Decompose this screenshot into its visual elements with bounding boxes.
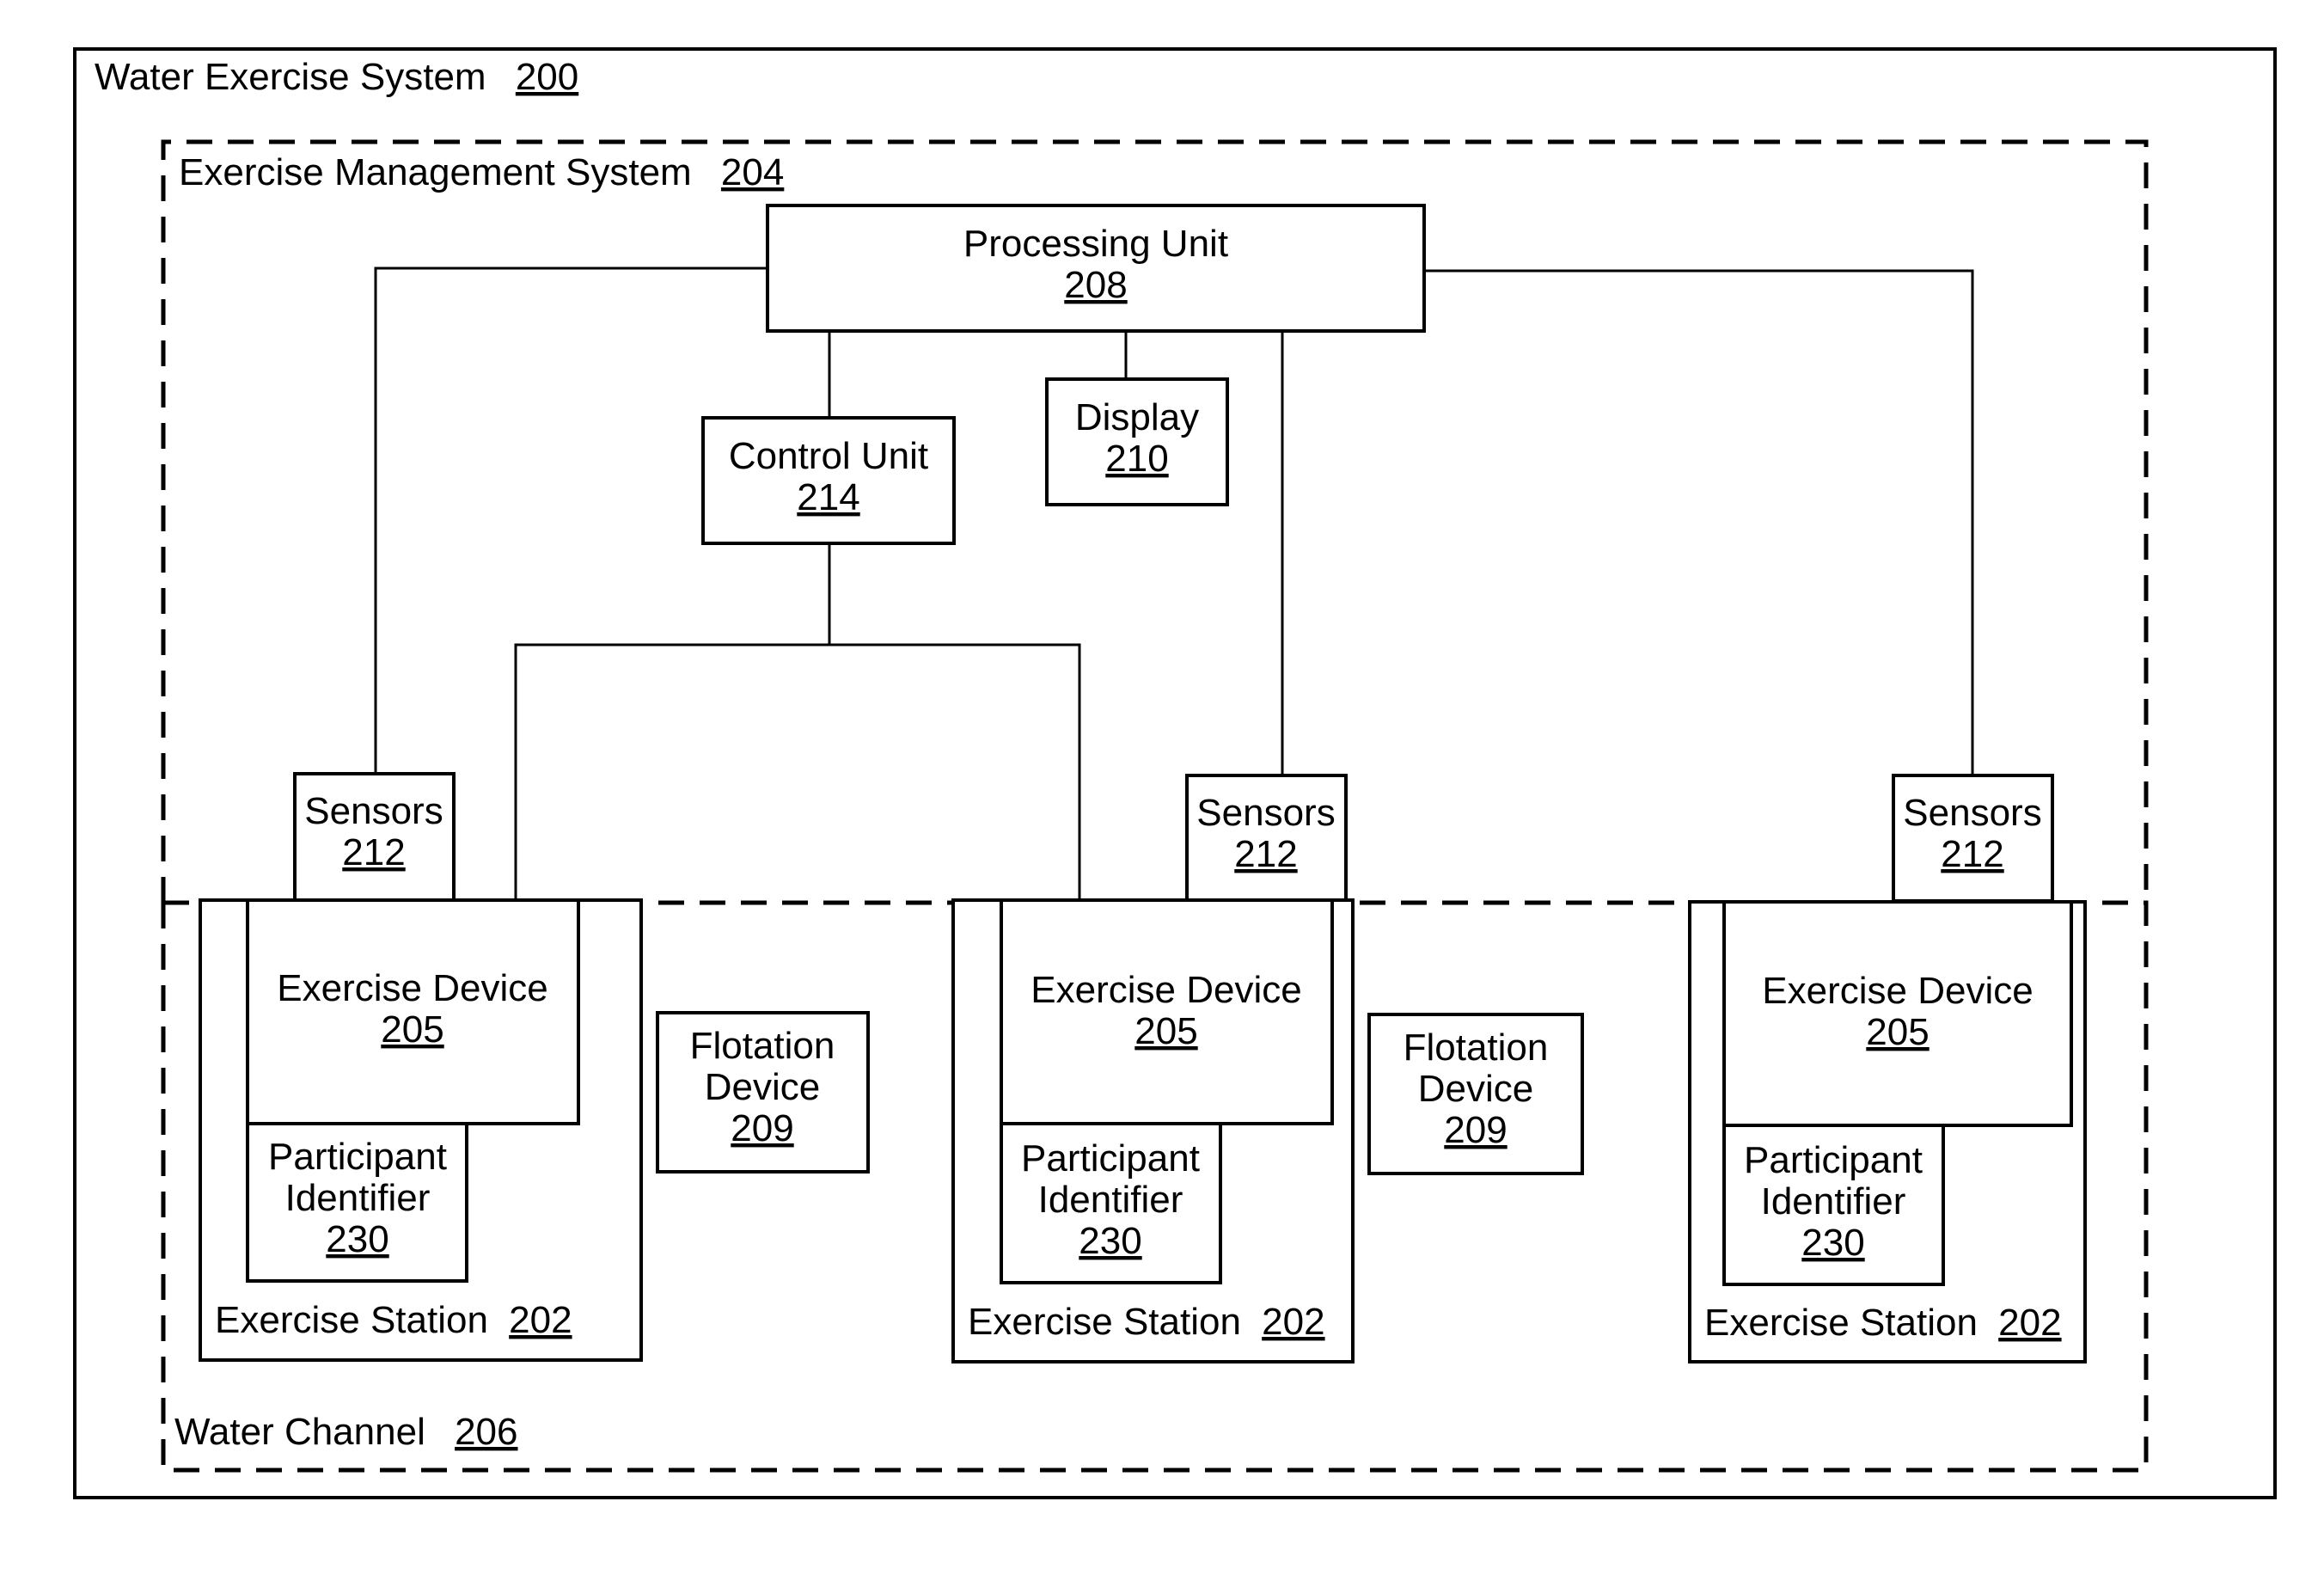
display-label: Display	[1075, 396, 1199, 438]
exercise-station-ref: 202	[509, 1299, 572, 1341]
participant-identifier-2: Participant Identifier 230	[1001, 1124, 1220, 1283]
svg-text:Water Channel 206: Water Channel 206	[174, 1411, 518, 1453]
control-unit-box: Control Unit 214	[703, 418, 954, 543]
flotation-device-2: Flotation Device 209	[1369, 1014, 1582, 1173]
exercise-device-ref: 205	[1866, 1011, 1929, 1053]
exercise-device-label: Exercise Device	[1762, 970, 2033, 1012]
sensors-ref: 212	[342, 831, 405, 873]
water-exercise-system-ref: 200	[516, 56, 578, 98]
flotation-device-line2: Device	[1418, 1068, 1534, 1110]
sensors-box-2: Sensors 212	[1187, 775, 1346, 901]
exercise-device-ref: 205	[381, 1008, 443, 1051]
exercise-station-label: Exercise Station	[1704, 1302, 1978, 1344]
participant-identifier-3: Participant Identifier 230	[1724, 1125, 1943, 1284]
flotation-device-ref: 209	[731, 1107, 793, 1149]
exercise-management-system-ref: 204	[721, 151, 784, 193]
flotation-device-line1: Flotation	[690, 1025, 835, 1067]
processing-unit-box: Processing Unit 208	[768, 205, 1424, 331]
exercise-station-ref: 202	[1262, 1301, 1324, 1343]
water-exercise-system-label: Water Exercise System	[95, 56, 486, 98]
sensors-label: Sensors	[1903, 792, 2041, 834]
control-unit-ref: 214	[797, 476, 859, 518]
participant-identifier-line1: Participant	[1744, 1139, 1923, 1181]
sensors-label: Sensors	[304, 790, 443, 832]
exercise-station-label: Exercise Station	[968, 1301, 1241, 1343]
flotation-device-line2: Device	[705, 1066, 821, 1108]
participant-identifier-1: Participant Identifier 230	[248, 1124, 467, 1281]
participant-identifier-ref: 230	[1079, 1220, 1141, 1262]
wire-processing-to-sensors-3	[1422, 271, 1972, 775]
control-unit-label: Control Unit	[729, 435, 928, 477]
exercise-station-ref: 202	[1998, 1302, 2061, 1344]
exercise-device-label: Exercise Device	[1031, 969, 1301, 1011]
sensors-box-1: Sensors 212	[295, 774, 454, 901]
svg-text:Exercise Management System: Exercise Management System 204	[179, 151, 784, 193]
participant-identifier-line1: Participant	[268, 1136, 447, 1178]
svg-text:Exercise Station 202: Exercise Station 202	[215, 1299, 572, 1341]
processing-unit-label: Processing Unit	[963, 223, 1228, 265]
exercise-device-2: Exercise Device 205	[1001, 900, 1332, 1124]
exercise-device-1: Exercise Device 205	[248, 900, 578, 1124]
exercise-device-ref: 205	[1134, 1010, 1197, 1052]
processing-unit-ref: 208	[1064, 264, 1127, 306]
exercise-station-label: Exercise Station	[215, 1299, 488, 1341]
flotation-device-1: Flotation Device 209	[657, 1013, 868, 1172]
water-channel-label: Water Channel	[174, 1411, 425, 1453]
sensors-ref: 212	[1234, 833, 1297, 875]
exercise-device-3: Exercise Device 205	[1724, 902, 2071, 1125]
sensors-ref: 212	[1941, 833, 2003, 875]
participant-identifier-ref: 230	[326, 1218, 388, 1260]
flotation-device-line1: Flotation	[1404, 1026, 1549, 1069]
participant-identifier-line2: Identifier	[1038, 1179, 1183, 1221]
exercise-device-label: Exercise Device	[277, 967, 547, 1009]
svg-text:Exercise Station 202: Exercise Station 202	[1704, 1302, 2062, 1344]
display-ref: 210	[1105, 438, 1168, 480]
sensors-box-3: Sensors 212	[1893, 775, 2052, 901]
participant-identifier-line2: Identifier	[285, 1177, 431, 1219]
svg-text:Water Exercise System 20: Water Exercise System 200	[95, 56, 578, 98]
water-channel-ref: 206	[455, 1411, 517, 1453]
display-box: Display 210	[1047, 379, 1227, 505]
participant-identifier-line1: Participant	[1021, 1137, 1200, 1180]
flotation-device-ref: 209	[1444, 1109, 1507, 1151]
participant-identifier-ref: 230	[1801, 1222, 1864, 1264]
participant-identifier-line2: Identifier	[1761, 1180, 1906, 1223]
svg-text:Exercise Station 202: Exercise Station 202	[968, 1301, 1325, 1343]
wire-control-branch	[516, 645, 1079, 898]
sensors-label: Sensors	[1196, 792, 1335, 834]
exercise-management-system-label: Exercise Management System	[179, 151, 692, 193]
connections	[376, 268, 1972, 898]
